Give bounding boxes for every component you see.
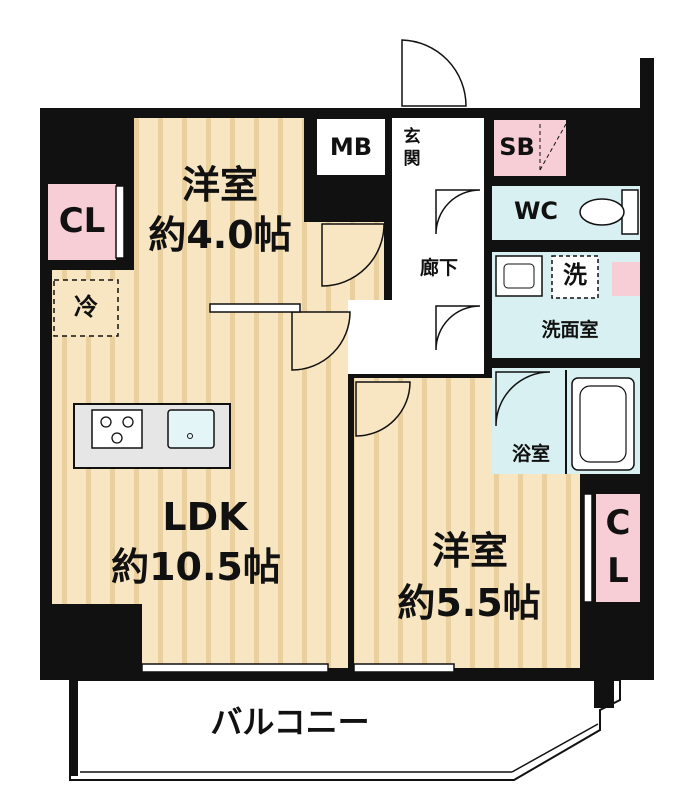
fridge-space	[53, 279, 119, 337]
ldk-name: LDK	[162, 495, 248, 539]
fridge-label: 冷	[74, 293, 98, 321]
windows	[115, 185, 593, 673]
wall-post	[640, 58, 654, 110]
western-room-2-name: 洋室	[431, 529, 508, 573]
toilet-label: WC	[513, 197, 559, 225]
closet-left-label: CL	[58, 201, 106, 241]
toilet-icon	[579, 189, 639, 235]
closet-right-label-l: L	[607, 551, 629, 591]
washbasin-icon	[495, 255, 543, 297]
washer-space	[551, 255, 599, 299]
shoe-box-label: SB	[499, 133, 535, 161]
hallway-label: 廊下	[419, 257, 458, 279]
western-room-2-size: 約5.5帖	[397, 581, 541, 625]
hallway-lower	[348, 300, 484, 374]
closet-right-label-c: C	[605, 503, 631, 543]
shoe-box	[494, 120, 566, 176]
washroom-label: 洗面室	[541, 319, 599, 341]
balcony-label: バルコニー	[210, 703, 370, 741]
ldk-corner-wall	[52, 604, 142, 668]
stove-icon	[91, 409, 143, 449]
balcony	[69, 679, 621, 781]
entrance-label: 玄関	[403, 127, 421, 169]
meter-box-label: MB	[329, 133, 373, 161]
bathroom-label: 浴室	[511, 443, 550, 465]
western-room-1-name: 洋室	[181, 163, 258, 207]
small-closet-washroom	[612, 262, 640, 296]
western-room-1-size: 約4.0帖	[148, 213, 292, 257]
ldk-size: 約10.5帖	[111, 545, 281, 589]
meter-box	[315, 117, 387, 177]
entrance-floor	[394, 118, 430, 176]
closet-left	[48, 184, 116, 260]
washer-label: 洗	[563, 261, 587, 289]
bathtub-icon	[571, 377, 635, 471]
sink-icon	[167, 409, 215, 449]
closet-right	[596, 494, 640, 602]
